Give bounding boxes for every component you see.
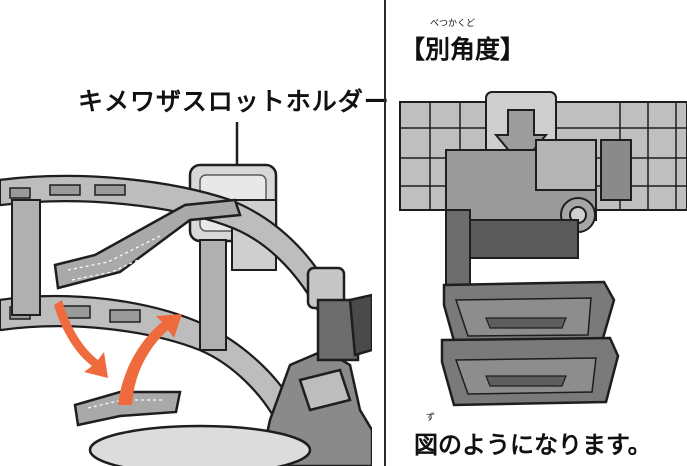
section-heading: 【別角度】 — [400, 35, 526, 64]
holder-photo — [399, 91, 687, 407]
driver-body — [88, 266, 372, 466]
callout-label: キメワザスロットホルダー — [78, 87, 390, 116]
strap-flap-top — [53, 198, 242, 290]
illustration-panel: キメワザスロットホルダー — [0, 87, 389, 466]
panel-divider — [384, 0, 386, 466]
heading-ruby: べつかくど — [430, 19, 476, 29]
attach-arrows — [54, 300, 182, 405]
alternate-angle-panel: べつかくど 【別角度】 — [386, 0, 687, 466]
holder-tray — [440, 280, 620, 407]
holder-top — [445, 91, 632, 291]
belt-illustration — [0, 122, 372, 466]
caption-text: 図のようになります。 — [414, 431, 652, 459]
caption-ruby: ず — [426, 413, 436, 423]
